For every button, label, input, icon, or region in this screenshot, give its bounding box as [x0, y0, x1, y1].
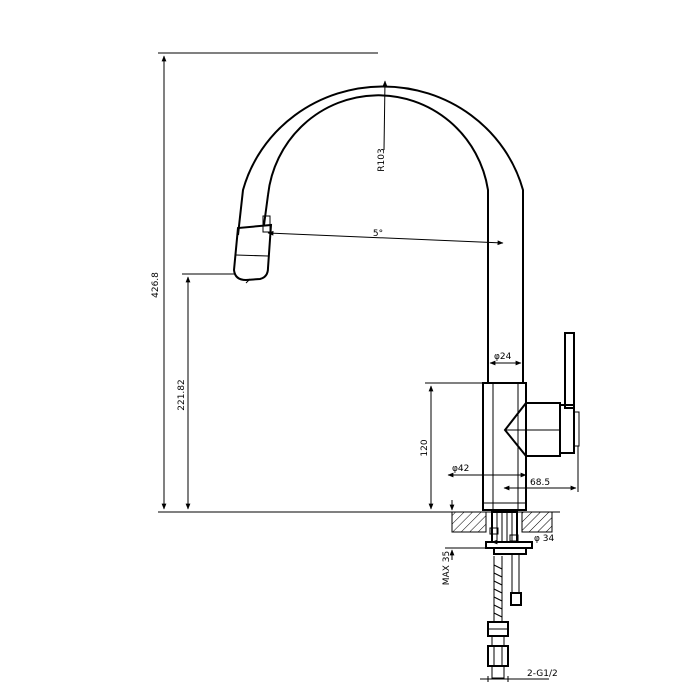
dimension-handle-offset: 68.5: [503, 446, 579, 492]
body-height-label: 120: [420, 439, 430, 456]
dimension-max-thickness: MAX 35: [442, 500, 486, 585]
total-height-label: 426.8: [151, 272, 161, 298]
connection-label: 2-G1/2: [527, 669, 558, 679]
angle-label: 5°: [373, 229, 383, 239]
dimension-body-height: 120: [420, 382, 483, 510]
dimension-tube-diameter: φ24: [489, 352, 522, 366]
dimension-angle: 5°: [267, 229, 504, 246]
supply-hoses: [487, 554, 522, 679]
spout-height-label: 221.82: [177, 379, 187, 411]
dimension-spout-height: 221.82: [177, 273, 235, 510]
countertop-section: [445, 511, 560, 533]
radius-label: R103: [377, 148, 387, 171]
max-thickness-label: MAX 35: [442, 551, 452, 585]
dimension-total-height: 426.8: [151, 52, 452, 513]
spray-head: [232, 215, 273, 284]
dimension-body-diameter: φ42: [447, 464, 527, 478]
spray-button: [262, 215, 271, 233]
handle-offset-label: 68.5: [530, 478, 550, 488]
spout-tube: [237, 85, 524, 383]
shank-diameter-label: φ 34: [534, 534, 555, 544]
handle: [503, 332, 580, 457]
dimension-radius: R103: [377, 80, 388, 172]
tube-diameter-label: φ24: [494, 352, 512, 362]
dimension-shank-diameter: φ 34: [491, 534, 555, 545]
body-diameter-label: φ42: [452, 464, 469, 474]
dimension-connection: 2-G1/2: [480, 669, 558, 682]
